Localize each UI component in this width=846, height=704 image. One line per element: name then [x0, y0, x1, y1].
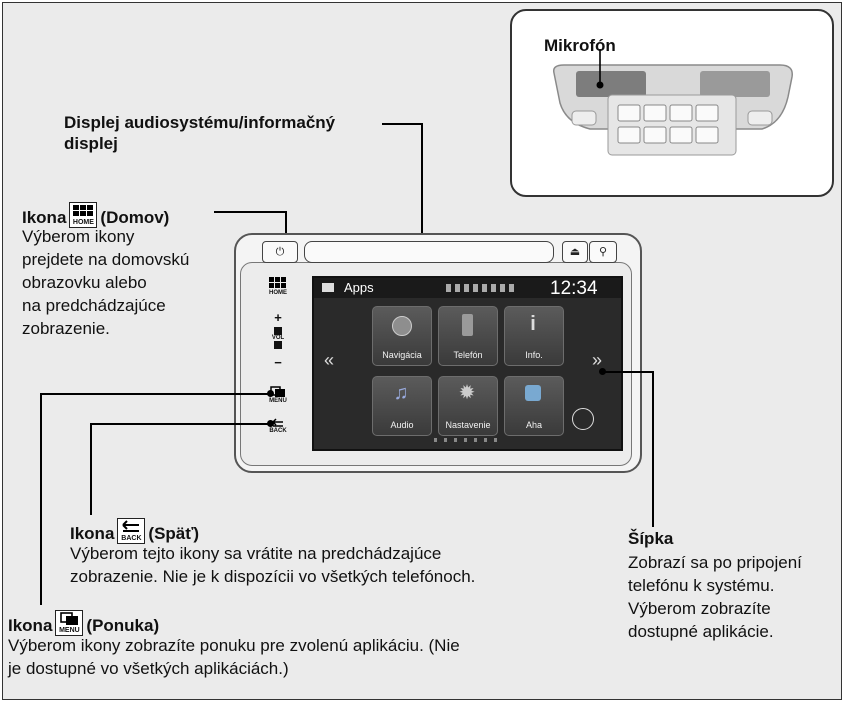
- home-side-button[interactable]: HOME: [266, 276, 290, 296]
- app-audio[interactable]: ♫ Audio: [372, 376, 432, 436]
- microphone-inset: Mikrofón: [510, 9, 834, 197]
- back-description: Výberom tejto ikony sa vrátite na predch…: [70, 544, 476, 586]
- menu-title: Ikona MENU(Ponuka): [8, 610, 159, 636]
- left-chevron-icon[interactable]: «: [324, 350, 335, 370]
- apps-grid-icon[interactable]: [322, 283, 334, 292]
- status-icons: [446, 284, 516, 292]
- aha-icon: [525, 385, 541, 401]
- back-title: Ikona BACK(Späť): [70, 518, 199, 544]
- arrow-description: Zobrazí sa po pripojení telefónu k systé…: [628, 553, 802, 641]
- music-note-icon: ♫: [393, 382, 409, 404]
- home-icon: HOME: [69, 202, 98, 228]
- menu-description: Výberom ikony zobrazíte ponuku pre zvole…: [8, 636, 460, 678]
- app-aha[interactable]: Aha: [504, 376, 564, 436]
- power-icon[interactable]: ⏻: [262, 241, 298, 263]
- back-icon: BACK: [117, 518, 146, 544]
- screen-title: Apps: [344, 280, 374, 295]
- head-unit-top-bar: ⏻ ⏏ ⚲: [262, 241, 627, 263]
- cd-slot: [304, 241, 554, 263]
- arrow-title: Šípka: [628, 529, 674, 548]
- volume-down-button[interactable]: −: [274, 355, 282, 370]
- overhead-console-illustration: [552, 49, 793, 156]
- volume-up-button[interactable]: +: [274, 310, 282, 325]
- eject-icon[interactable]: ⏏: [562, 241, 588, 263]
- app-settings[interactable]: ✹ Nastavenie: [438, 376, 498, 436]
- microphone-label: Mikrofón: [544, 36, 616, 55]
- display-label: Displej audiosystému/informačný displej: [64, 113, 336, 153]
- microphone-grille: [576, 71, 646, 97]
- navigation-icon: [392, 316, 412, 336]
- aux-icon[interactable]: ⚲: [589, 241, 617, 263]
- menu-icon: MENU: [55, 610, 84, 636]
- info-icon: i: [530, 313, 536, 335]
- touch-screen: Apps 12:34 « » Navigácia Telefón i Info.…: [312, 276, 623, 451]
- phone-icon: [462, 314, 473, 336]
- app-navigation[interactable]: Navigácia: [372, 306, 432, 366]
- right-chevron-icon[interactable]: »: [592, 350, 603, 370]
- app-phone[interactable]: Telefón: [438, 306, 498, 366]
- more-apps-icon[interactable]: [572, 408, 594, 430]
- back-side-button[interactable]: BACK: [266, 418, 290, 434]
- clock: 12:34: [550, 278, 598, 299]
- home-description: Výberom ikony prejdete na domovskú obraz…: [22, 227, 190, 338]
- app-info[interactable]: i Info.: [504, 306, 564, 366]
- gear-icon: ✹: [458, 382, 476, 404]
- volume-knob[interactable]: VOL: [266, 327, 290, 349]
- page-indicator: [434, 438, 500, 442]
- home-title: Ikona HOME(Domov): [22, 202, 169, 228]
